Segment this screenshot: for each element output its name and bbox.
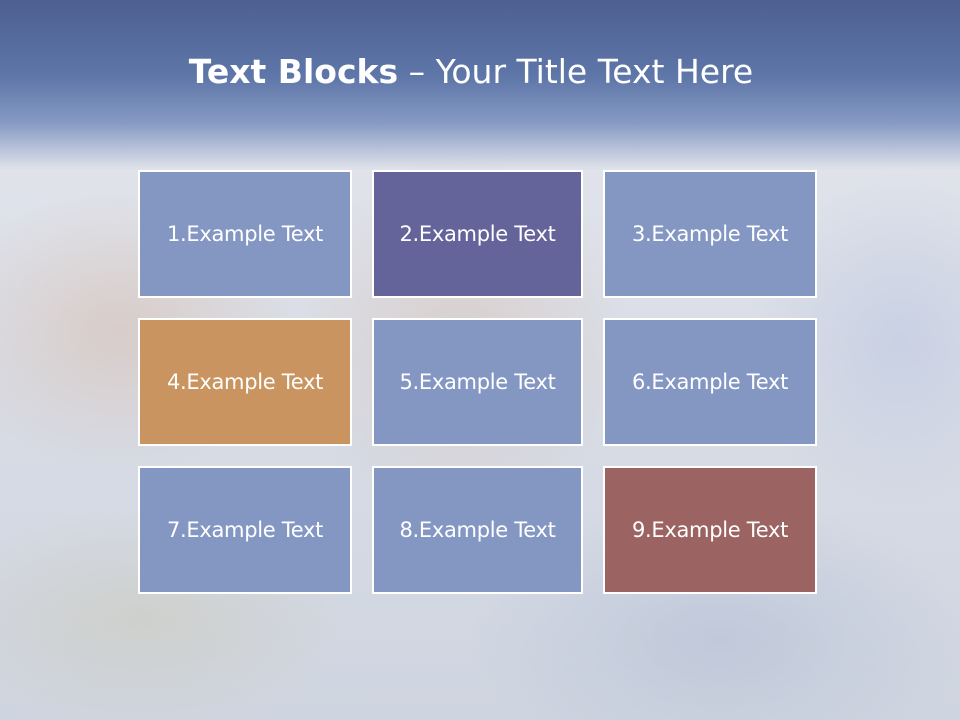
text-block-8[interactable]: 8.Example Text — [372, 466, 583, 594]
text-block-2[interactable]: 2.Example Text — [372, 170, 583, 298]
text-block-5[interactable]: 5.Example Text — [372, 318, 583, 446]
text-blocks-grid: 1.Example Text 2.Example Text 3.Example … — [138, 170, 817, 594]
text-block-7[interactable]: 7.Example Text — [138, 466, 352, 594]
text-block-4[interactable]: 4.Example Text — [138, 318, 352, 446]
title-separator: – — [398, 52, 436, 91]
slide-title: Text Blocks – Your Title Text Here — [0, 52, 942, 91]
title-band — [0, 0, 960, 170]
title-bold: Text Blocks — [188, 52, 399, 91]
text-block-9[interactable]: 9.Example Text — [603, 466, 817, 594]
text-block-3[interactable]: 3.Example Text — [603, 170, 817, 298]
text-block-6[interactable]: 6.Example Text — [603, 318, 817, 446]
title-rest: Your Title Text Here — [435, 52, 754, 91]
text-block-1[interactable]: 1.Example Text — [138, 170, 352, 298]
